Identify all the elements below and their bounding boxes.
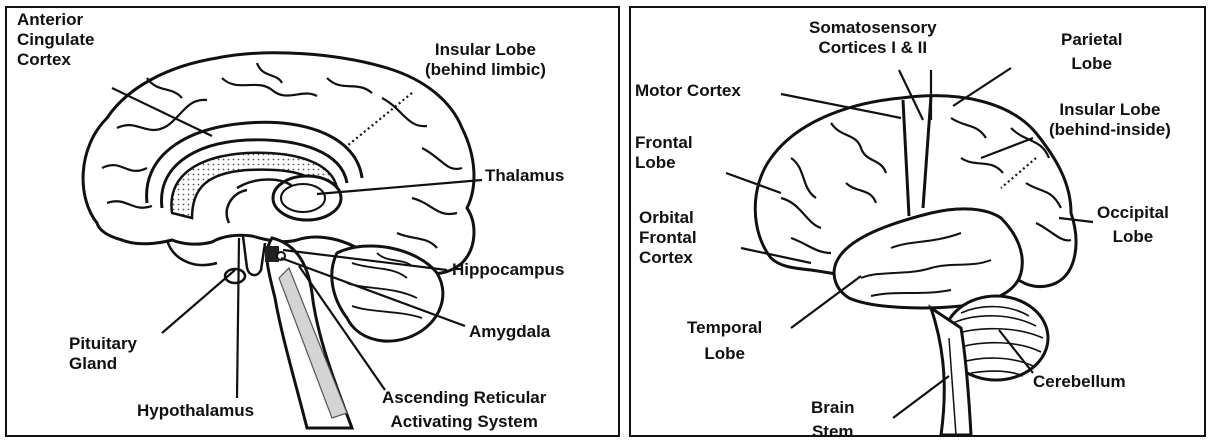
- label-ascending-reticular: Ascending Reticular Activating System: [382, 388, 546, 432]
- label-anterior-cingulate: Anterior Cingulate Cortex: [17, 10, 94, 70]
- label-orbital-frontal-cortex: Orbital Frontal Cortex: [639, 208, 697, 268]
- label-cerebellum: Cerebellum: [1033, 372, 1126, 392]
- leader-hypothalamus: [237, 238, 239, 398]
- label-hypothalamus: Hypothalamus: [137, 401, 254, 421]
- label-parietal-lobe: Parietal Lobe: [1061, 30, 1122, 74]
- leader-pituitary: [162, 270, 235, 333]
- label-insular-lobe-right: Insular Lobe (behind-inside): [1049, 100, 1171, 140]
- label-brain-stem: Brain Stem: [811, 398, 854, 437]
- label-insular-lobe-left: Insular Lobe (behind limbic): [425, 40, 546, 80]
- label-temporal-lobe: Temporal Lobe: [687, 318, 762, 364]
- label-pituitary-gland: Pituitary Gland: [69, 334, 137, 374]
- label-amygdala: Amygdala: [469, 322, 550, 342]
- label-frontal-lobe: Frontal Lobe: [635, 133, 693, 173]
- lateral-brain-panel: Somatosensory Cortices I & II Parietal L…: [629, 6, 1206, 437]
- leader-brain-stem: [893, 376, 949, 418]
- label-somatosensory: Somatosensory Cortices I & II: [809, 18, 937, 58]
- sagittal-brain-panel: Anterior Cingulate Cortex Insular Lobe (…: [5, 6, 620, 437]
- label-motor-cortex: Motor Cortex: [635, 81, 741, 101]
- leader-temporal: [791, 276, 861, 328]
- label-hippocampus: Hippocampus: [452, 260, 564, 280]
- label-occipital-lobe: Occipital Lobe: [1097, 203, 1169, 247]
- label-thalamus: Thalamus: [485, 166, 564, 186]
